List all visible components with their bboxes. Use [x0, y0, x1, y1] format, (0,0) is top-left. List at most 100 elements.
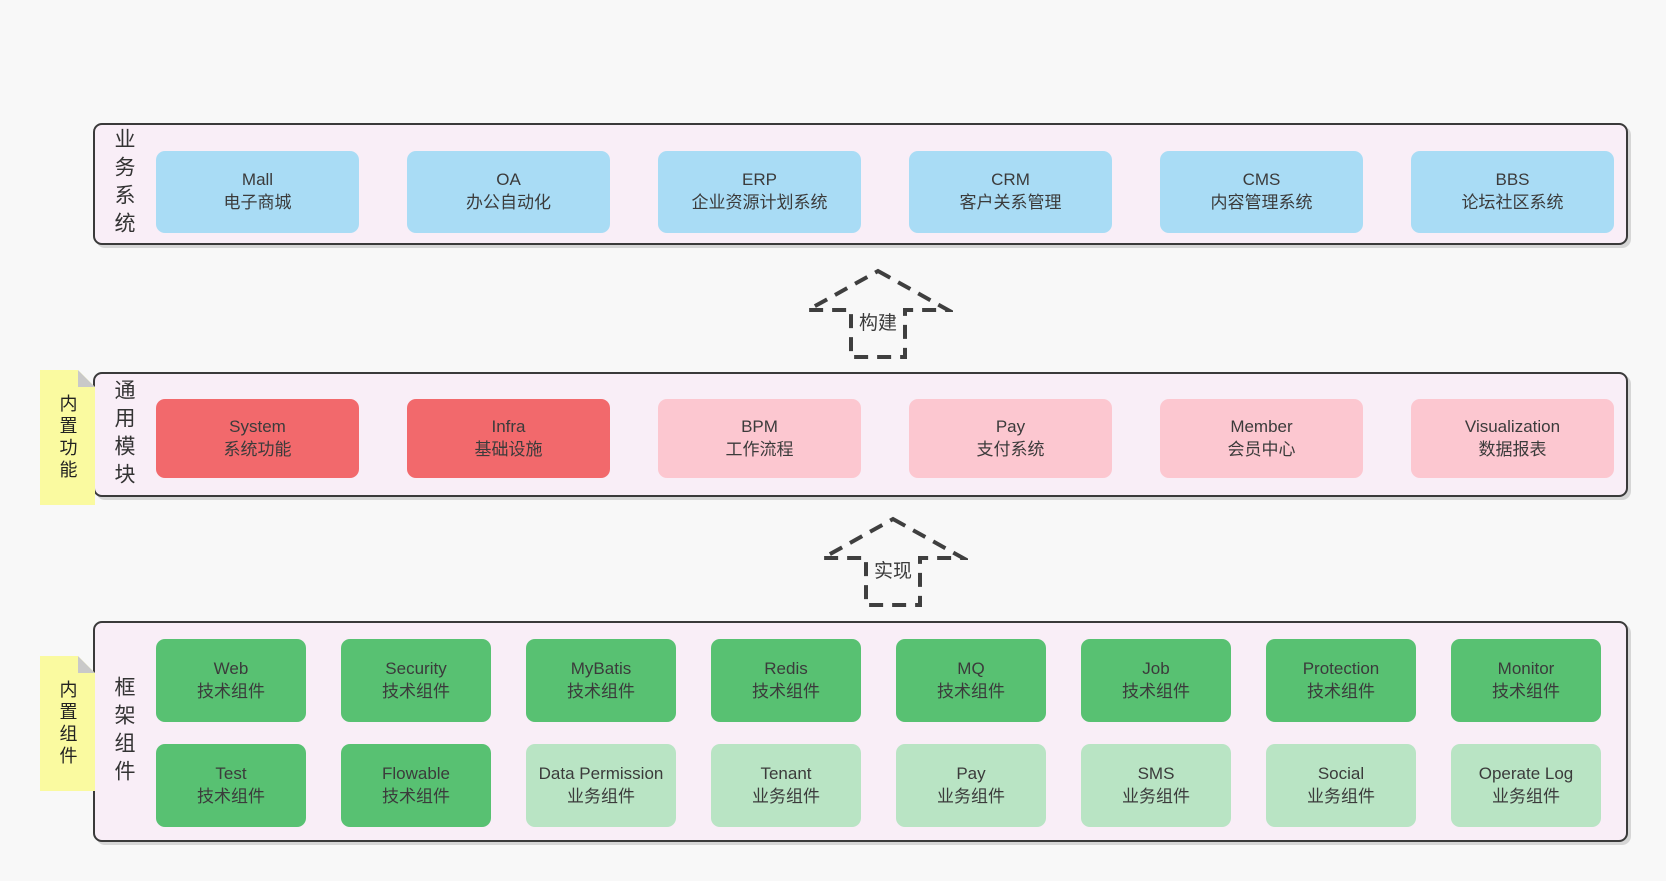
box-title: Mall: [241, 170, 274, 190]
box-subtitle: 办公自动化: [466, 193, 551, 212]
box-subtitle: 业务组件: [567, 786, 635, 806]
arrow-implement: 实现: [818, 516, 968, 608]
box-title: Member: [1230, 416, 1293, 436]
box-data-permission: Data Permission 业务组件: [526, 744, 676, 827]
band-label-common-modules: 通用模块: [112, 378, 135, 491]
box-oa: OA 办公自动化: [407, 151, 610, 233]
box-title: Pay: [995, 416, 1026, 436]
box-title: Security: [385, 658, 447, 678]
box-tenant: Tenant 业务组件: [711, 744, 861, 827]
box-mall: Mall 电子商城: [156, 151, 359, 233]
band-common-modules: 内置功能 通用模块 System 系统功能 Infra 基础设施 BPM 工作流…: [93, 372, 1628, 497]
box-web: Web 技术组件: [156, 639, 306, 722]
box-crm: CRM 客户关系管理: [909, 151, 1112, 233]
box-subtitle: 业务组件: [752, 786, 820, 806]
box-title: OA: [496, 170, 521, 190]
box-title: BBS: [1495, 170, 1530, 190]
up-arrow-icon: [818, 516, 968, 607]
band-label-framework-components: 框架组件: [112, 675, 135, 788]
box-subtitle: 数据报表: [1478, 439, 1547, 459]
box-redis: Redis 技术组件: [711, 639, 861, 722]
box-subtitle: 业务组件: [1307, 786, 1375, 806]
box-cms: CMS 内容管理系统: [1160, 151, 1363, 233]
box-subtitle: 技术组件: [1122, 681, 1190, 701]
box-subtitle: 系统功能: [223, 439, 292, 459]
box-title: Social: [1317, 763, 1365, 783]
box-title: Protection: [1302, 658, 1380, 678]
box-subtitle: 业务组件: [1492, 786, 1560, 806]
box-title: Redis: [764, 658, 808, 678]
box-title: MyBatis: [570, 658, 632, 678]
box-subtitle: 业务组件: [1122, 786, 1190, 806]
box-erp: ERP 企业资源计划系统: [658, 151, 861, 233]
box-title: Infra: [491, 416, 526, 436]
arrow-build: 构建: [803, 268, 953, 360]
box-title: Pay: [956, 763, 986, 783]
box-subtitle: 电子商城: [223, 193, 292, 212]
box-subtitle: 业务组件: [937, 786, 1005, 806]
box-title: CMS: [1242, 170, 1281, 190]
box-subtitle: 内容管理系统: [1210, 193, 1313, 212]
box-subtitle: 技术组件: [752, 681, 820, 701]
box-infra: Infra 基础设施: [407, 399, 610, 478]
box-title: ERP: [742, 170, 777, 190]
box-title: Job: [1142, 658, 1170, 678]
box-visualization: Visualization 数据报表: [1411, 399, 1614, 478]
box-test: Test 技术组件: [156, 744, 306, 827]
box-subtitle: 支付系统: [976, 439, 1045, 459]
box-title: BPM: [741, 416, 778, 436]
box-bbs: BBS 论坛社区系统: [1411, 151, 1614, 233]
box-subtitle: 技术组件: [382, 681, 450, 701]
box-title: Tenant: [760, 763, 812, 783]
box-title: System: [229, 416, 286, 436]
box-title: Test: [215, 763, 247, 783]
up-arrow-icon: [803, 268, 953, 359]
box-subtitle: 技术组件: [1307, 681, 1375, 701]
box-flowable: Flowable 技术组件: [341, 744, 491, 827]
box-bpm: BPM 工作流程: [658, 399, 861, 478]
box-subtitle: 企业资源计划系统: [691, 193, 828, 212]
sticky-note-builtin-functions: 内置功能: [40, 370, 95, 505]
box-title: Visualization: [1464, 416, 1561, 436]
box-title: Operate Log: [1478, 763, 1574, 783]
box-monitor: Monitor 技术组件: [1451, 639, 1601, 722]
box-system: System 系统功能: [156, 399, 359, 478]
box-title: Web: [213, 658, 249, 678]
box-subtitle: 技术组件: [197, 681, 265, 701]
box-title: Monitor: [1497, 658, 1555, 678]
box-subtitle: 客户关系管理: [959, 193, 1062, 212]
box-subtitle: 基础设施: [474, 439, 543, 459]
band-business-systems: 业务系统 Mall 电子商城 OA 办公自动化 ERP 企业资源计划系统 CRM…: [93, 123, 1628, 245]
box-subtitle: 技术组件: [382, 786, 450, 806]
box-subtitle: 技术组件: [937, 681, 1005, 701]
arrow-implement-label: 实现: [871, 556, 915, 583]
box-title: Flowable: [381, 763, 451, 783]
arrow-build-label: 构建: [856, 308, 900, 335]
box-pay-biz: Pay 业务组件: [896, 744, 1046, 827]
box-pay: Pay 支付系统: [909, 399, 1112, 478]
band-label-business-systems: 业务系统: [112, 128, 135, 240]
sticky-note-label: 内置功能: [57, 393, 78, 482]
box-protection: Protection 技术组件: [1266, 639, 1416, 722]
box-job: Job 技术组件: [1081, 639, 1231, 722]
sticky-note-builtin-components: 内置组件: [40, 656, 95, 791]
box-subtitle: 技术组件: [1492, 681, 1560, 701]
band-framework-components: 内置组件 框架组件 Web 技术组件 Security 技术组件 MyBatis…: [93, 621, 1628, 842]
box-title: Data Permission: [538, 763, 664, 783]
box-subtitle: 工作流程: [725, 439, 794, 459]
box-operate-log: Operate Log 业务组件: [1451, 744, 1601, 827]
box-member: Member 会员中心: [1160, 399, 1363, 478]
box-subtitle: 技术组件: [567, 681, 635, 701]
box-subtitle: 论坛社区系统: [1461, 193, 1564, 212]
box-subtitle: 会员中心: [1227, 439, 1296, 459]
sticky-note-label: 内置组件: [57, 679, 78, 768]
box-title: CRM: [991, 170, 1030, 190]
box-security: Security 技术组件: [341, 639, 491, 722]
box-title: SMS: [1137, 763, 1175, 783]
box-subtitle: 技术组件: [197, 786, 265, 806]
box-title: MQ: [957, 658, 985, 678]
box-mq: MQ 技术组件: [896, 639, 1046, 722]
box-sms: SMS 业务组件: [1081, 744, 1231, 827]
box-mybatis: MyBatis 技术组件: [526, 639, 676, 722]
